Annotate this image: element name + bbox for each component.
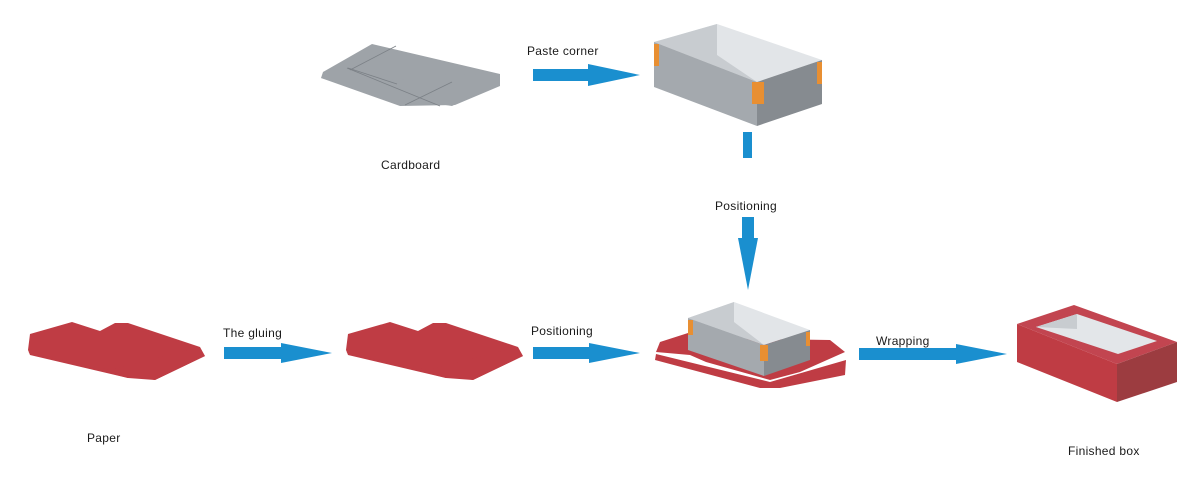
arrow-positioning-right	[533, 343, 640, 363]
cardboard-net	[321, 44, 500, 107]
arrow-the-gluing	[224, 343, 332, 363]
paper-net-1	[27, 322, 205, 380]
item-label-paper: Paper	[87, 431, 121, 445]
arrow-positioning-down	[738, 217, 758, 290]
step-label-the-gluing: The gluing	[223, 326, 283, 340]
item-label-cardboard: Cardboard	[381, 158, 441, 172]
step-label-positioning-down: Positioning	[715, 199, 778, 213]
step-label-paste-corner: Paste corner	[527, 44, 599, 58]
cardboard-box	[654, 24, 822, 126]
step-label-wrapping: Wrapping	[876, 334, 930, 348]
arrow-wrapping	[859, 344, 1007, 364]
paper-net-2	[345, 322, 523, 380]
box-on-paper	[655, 302, 846, 388]
item-label-finished-box: Finished box	[1068, 444, 1140, 458]
finished-box	[1017, 305, 1177, 402]
step-label-positioning-right: Positioning	[531, 324, 594, 338]
arrow-stub	[743, 132, 752, 158]
arrow-paste-corner	[533, 64, 640, 86]
